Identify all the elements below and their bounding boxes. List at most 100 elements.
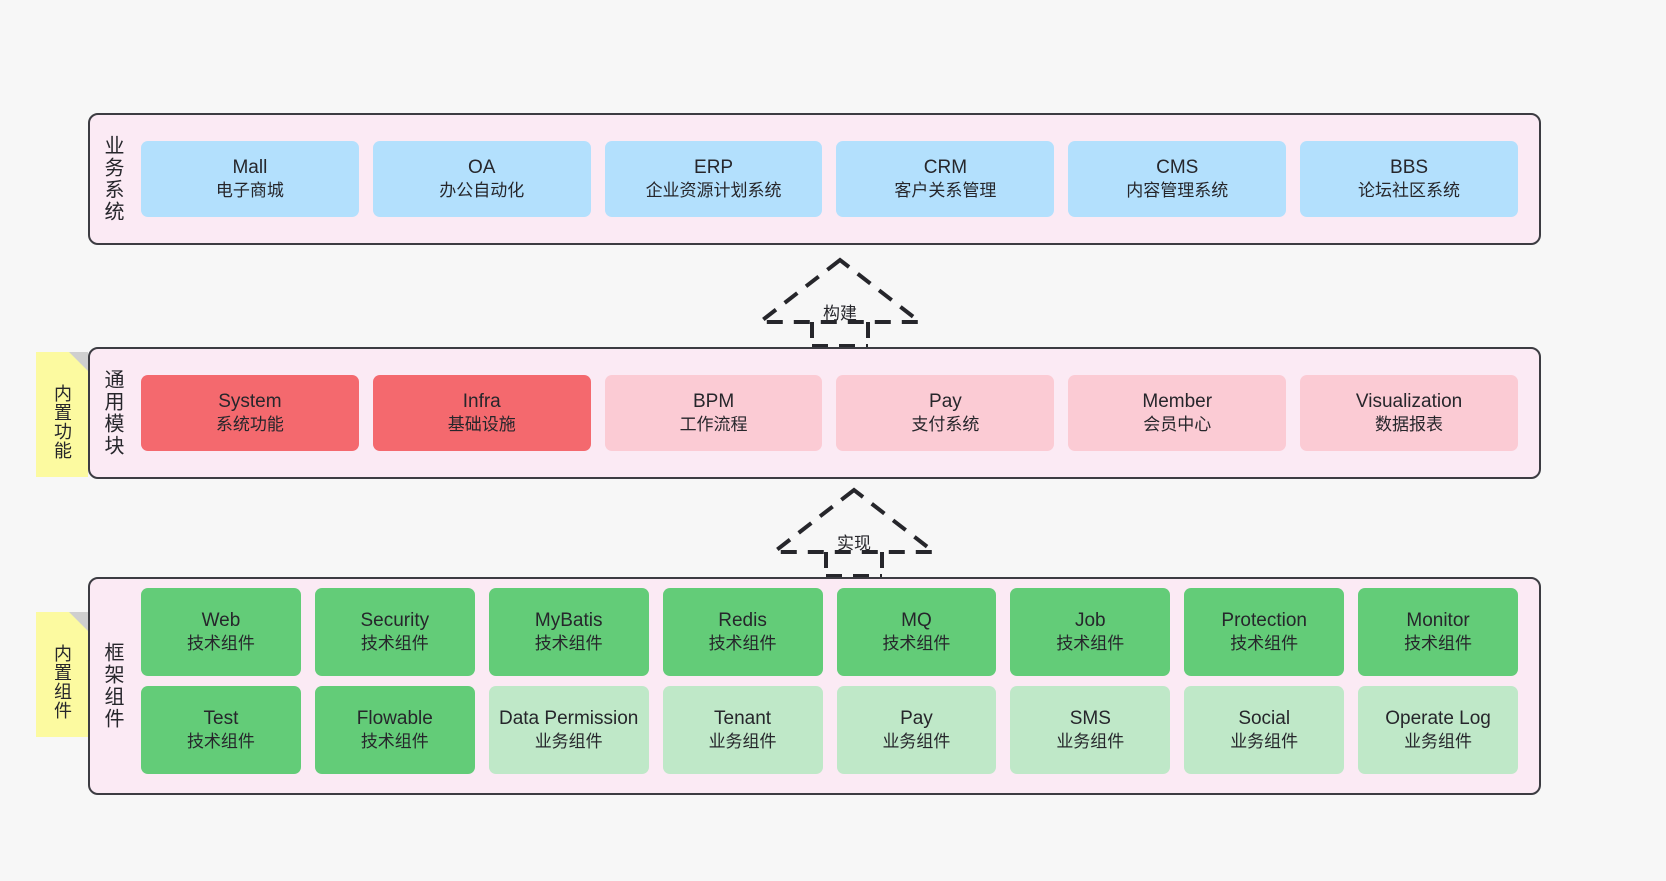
connector-label-implement: 实现 (837, 534, 871, 553)
card-title: CMS (1156, 156, 1199, 178)
folded-corner-icon (69, 352, 88, 371)
connector-label-build: 构建 (823, 304, 857, 323)
card-flowable[interactable]: Flowable 技术组件 (314, 686, 475, 774)
card-subtitle: 技术组件 (1230, 634, 1299, 654)
card-sms[interactable]: SMS 业务组件 (1010, 686, 1171, 774)
card-title: Monitor (1406, 609, 1470, 631)
card-subtitle: 会员中心 (1143, 415, 1212, 435)
card-redis[interactable]: Redis 技术组件 (662, 588, 823, 676)
card-system[interactable]: System 系统功能 (141, 375, 359, 451)
card-erp[interactable]: ERP 企业资源计划系统 (604, 141, 823, 217)
card-title: Flowable (356, 707, 433, 729)
card-title: CRM (923, 156, 968, 178)
card-subtitle: 技术组件 (186, 634, 255, 654)
card-oa[interactable]: OA 办公自动化 (372, 141, 591, 217)
card-title: Security (360, 609, 430, 631)
card-subtitle: 数据报表 (1375, 415, 1444, 435)
card-subtitle: 客户关系管理 (894, 181, 997, 201)
card-subtitle: 技术组件 (360, 634, 429, 654)
card-title: Mall (232, 156, 268, 178)
card-subtitle: 业务组件 (882, 732, 951, 752)
note-label: 内置组件 (52, 643, 72, 720)
card-title: Web (201, 609, 241, 631)
layer-body-framework-components: Web 技术组件 Security 技术组件 MyBatis 技术组件 Redi… (134, 579, 1539, 793)
card-bpm[interactable]: BPM 工作流程 (604, 375, 823, 451)
connector-stem-icon (824, 552, 884, 578)
card-subtitle: 业务组件 (534, 732, 603, 752)
card-title: Visualization (1355, 390, 1463, 412)
card-subtitle: 企业资源计划系统 (645, 181, 782, 201)
card-crm[interactable]: CRM 客户关系管理 (836, 141, 1055, 217)
card-social[interactable]: Social 业务组件 (1184, 686, 1345, 774)
card-member[interactable]: Member 会员中心 (1068, 375, 1287, 451)
card-subtitle: 技术组件 (1056, 634, 1125, 654)
card-test[interactable]: Test 技术组件 (141, 686, 301, 774)
card-subtitle: 支付系统 (911, 415, 980, 435)
card-data-permission[interactable]: Data Permission 业务组件 (488, 686, 649, 774)
framework-tech-row: Web 技术组件 Security 技术组件 MyBatis 技术组件 Redi… (134, 588, 1525, 676)
card-subtitle: 技术组件 (360, 732, 429, 752)
card-title: SMS (1069, 707, 1111, 729)
card-title: Pay (900, 707, 933, 729)
card-mall[interactable]: Mall 电子商城 (141, 141, 359, 217)
card-operate-log[interactable]: Operate Log 业务组件 (1358, 686, 1518, 774)
layer-title-business-systems: 业务系统 (101, 135, 123, 223)
card-title: MQ (901, 609, 932, 631)
card-title: Member (1142, 390, 1213, 412)
card-infra[interactable]: Infra 基础设施 (372, 375, 591, 451)
card-job[interactable]: Job 技术组件 (1010, 588, 1171, 676)
generalization-arrowhead-icon (754, 257, 926, 324)
card-subtitle: 业务组件 (1404, 732, 1473, 752)
card-pay-component[interactable]: Pay 业务组件 (836, 686, 997, 774)
connector-build: 构建 (752, 256, 928, 348)
card-visualization[interactable]: Visualization 数据报表 (1300, 375, 1518, 451)
card-subtitle: 业务组件 (1230, 732, 1299, 752)
card-security[interactable]: Security 技术组件 (314, 588, 475, 676)
layer-body-business-systems: Mall 电子商城 OA 办公自动化 ERP 企业资源计划系统 CRM 客户关系… (134, 115, 1539, 243)
layer-common-modules: 通用模块 System 系统功能 Infra 基础设施 BPM 工作流程 Pay… (88, 347, 1541, 479)
layer-framework-components: 框架组件 Web 技术组件 Security 技术组件 MyBatis 技术组件… (88, 577, 1541, 795)
layer-title-framework-components: 框架组件 (101, 642, 123, 730)
folded-corner-icon (69, 612, 88, 631)
card-title: MyBatis (534, 609, 603, 631)
card-subtitle: 技术组件 (186, 732, 255, 752)
card-pay-module[interactable]: Pay 支付系统 (836, 375, 1055, 451)
generalization-arrowhead-icon (768, 487, 940, 554)
card-title: Protection (1221, 609, 1307, 631)
card-title: BPM (692, 390, 735, 412)
card-monitor[interactable]: Monitor 技术组件 (1358, 588, 1518, 676)
card-mybatis[interactable]: MyBatis 技术组件 (488, 588, 649, 676)
card-title: Pay (929, 390, 962, 412)
card-subtitle: 技术组件 (534, 634, 603, 654)
card-subtitle: 论坛社区系统 (1358, 181, 1461, 201)
card-title: Tenant (714, 707, 772, 729)
note-builtin-function: 内置功能 (36, 352, 88, 477)
card-title: Test (203, 707, 239, 729)
card-title: Redis (718, 609, 767, 631)
card-title: ERP (694, 156, 734, 178)
card-subtitle: 技术组件 (708, 634, 777, 654)
card-subtitle: 电子商城 (215, 181, 284, 201)
layer-body-common-modules: System 系统功能 Infra 基础设施 BPM 工作流程 Pay 支付系统… (134, 349, 1539, 477)
framework-business-row: Test 技术组件 Flowable 技术组件 Data Permission … (134, 686, 1525, 774)
card-subtitle: 基础设施 (447, 415, 516, 435)
card-title: Data Permission (498, 707, 639, 729)
card-tenant[interactable]: Tenant 业务组件 (662, 686, 823, 774)
card-protection[interactable]: Protection 技术组件 (1184, 588, 1345, 676)
card-subtitle: 工作流程 (679, 415, 748, 435)
card-bbs[interactable]: BBS 论坛社区系统 (1300, 141, 1518, 217)
layer-business-systems: 业务系统 Mall 电子商城 OA 办公自动化 ERP 企业资源计划系统 CRM… (88, 113, 1541, 245)
card-mq[interactable]: MQ 技术组件 (836, 588, 997, 676)
card-subtitle: 技术组件 (882, 634, 951, 654)
card-subtitle: 业务组件 (708, 732, 777, 752)
card-subtitle: 业务组件 (1056, 732, 1125, 752)
card-cms[interactable]: CMS 内容管理系统 (1068, 141, 1287, 217)
card-web[interactable]: Web 技术组件 (141, 588, 301, 676)
card-subtitle: 系统功能 (215, 415, 284, 435)
card-subtitle: 办公自动化 (439, 181, 525, 201)
card-title: Job (1074, 609, 1106, 631)
connector-stem-icon (810, 322, 870, 348)
note-label: 内置功能 (52, 383, 72, 460)
card-title: BBS (1390, 156, 1429, 178)
